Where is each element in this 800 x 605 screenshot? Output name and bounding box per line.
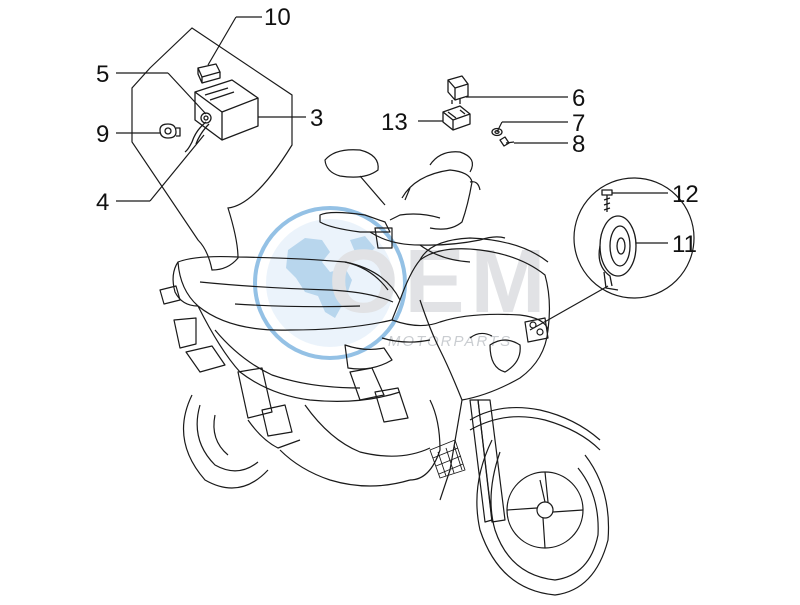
- clamp-part: [159, 123, 181, 139]
- windshield: [401, 169, 481, 230]
- watermark: OEM MOTORPARTS: [253, 206, 551, 360]
- battery-cable-part: [184, 121, 210, 153]
- scooter-outline: [159, 149, 610, 596]
- washer-part: [491, 127, 503, 137]
- fuse-part: [197, 63, 221, 84]
- headlight: [469, 317, 549, 373]
- battery-terminal-part: [200, 112, 212, 124]
- callout-10: 10: [264, 4, 291, 31]
- left-mirror: [324, 149, 386, 206]
- callout-6: 6: [572, 85, 585, 112]
- front-apron: [344, 237, 551, 501]
- right-mirror: [429, 151, 473, 173]
- callout-8: 8: [572, 131, 585, 158]
- callout-9: 9: [96, 121, 109, 148]
- screw-part: [499, 136, 515, 147]
- watermark-continents: [286, 236, 375, 318]
- leader-lines: [116, 16, 668, 244]
- callout-11: 11: [672, 231, 697, 258]
- horn-screw-part: [601, 189, 613, 212]
- callout-12: 12: [672, 181, 699, 208]
- watermark-globe: [253, 206, 407, 360]
- callout-7: 7: [572, 110, 585, 137]
- front-wheel: [469, 399, 610, 596]
- parts: [159, 63, 637, 291]
- horn-leader: [547, 285, 609, 321]
- side-panel: [197, 305, 431, 487]
- front-grille: [429, 439, 466, 479]
- callout-4: 4: [96, 189, 109, 216]
- callout-5: 5: [96, 61, 109, 88]
- watermark-sub: MOTORPARTS: [388, 333, 512, 350]
- horn-part: [598, 215, 637, 291]
- detail-enclosures: [131, 27, 695, 331]
- handlebar: [319, 211, 506, 263]
- battery-detail-box: [131, 27, 293, 271]
- callout-3: 3: [310, 105, 323, 132]
- watermark-main: OEM: [328, 232, 551, 332]
- tail: [159, 261, 226, 373]
- relay-part: [447, 75, 469, 104]
- relay-holder-part: [442, 105, 471, 131]
- horn-detail-circle: [573, 177, 695, 299]
- callout-13: 13: [381, 109, 408, 136]
- rear-wheel: [182, 394, 269, 489]
- battery-part: [194, 79, 259, 141]
- callout-labels: 10 5 3 9 4 6 13 7 8 12 11: [96, 4, 699, 258]
